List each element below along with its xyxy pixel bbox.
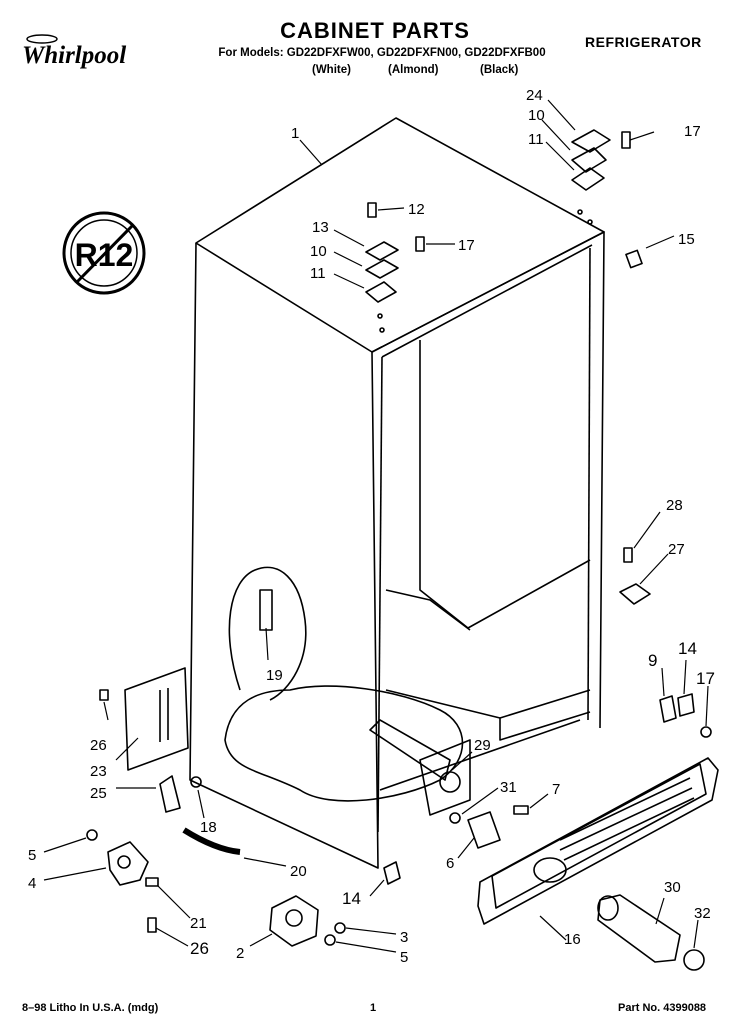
callout: 19 [266, 667, 283, 684]
callout: 11 [310, 265, 326, 282]
roller-2 [269, 895, 319, 947]
callout: 17 [684, 123, 701, 140]
callout-numbers: 1 2 3 4 5 5 6 7 9 10 10 11 11 12 13 14 1… [28, 87, 715, 966]
bracket-14-bottom [383, 861, 401, 885]
clip-27 [619, 583, 651, 605]
callout: 20 [290, 863, 307, 880]
insulation-wrap [224, 566, 464, 802]
callout: 3 [400, 929, 408, 946]
callout: 14 [342, 889, 361, 908]
bracket-25 [159, 775, 181, 813]
door-stop-15 [625, 249, 643, 269]
svg-text:Whirlpool: Whirlpool [22, 42, 126, 69]
callout: 17 [458, 237, 475, 254]
screw-26b [147, 917, 157, 933]
screw-3 [334, 922, 346, 934]
callout: 32 [694, 905, 711, 922]
bracket-21 [145, 877, 159, 887]
callout: 5 [400, 949, 408, 966]
callout: 13 [312, 219, 329, 236]
callout: 17 [696, 669, 715, 688]
footer-part-number: Part No. 4399088 [618, 1002, 707, 1014]
callout: 24 [526, 87, 543, 104]
callout: 9 [648, 651, 657, 670]
callout: 7 [552, 781, 560, 798]
callout: 28 [666, 497, 683, 514]
toe-grille-16 [477, 757, 719, 925]
callout: 31 [500, 779, 517, 796]
filter-cap-32 [683, 949, 705, 971]
screw-5-bottom [324, 934, 336, 946]
callout: 16 [564, 931, 581, 948]
drain-pan-29 [369, 719, 471, 816]
clip-6 [467, 811, 501, 849]
callout: 15 [678, 231, 695, 248]
callout: 27 [668, 541, 685, 558]
cabinet-shell [189, 117, 605, 869]
callout: 12 [408, 201, 425, 218]
callout: 30 [664, 879, 681, 896]
callout: 18 [200, 819, 217, 836]
color-black: (Black) [480, 64, 519, 76]
screw-31 [449, 812, 461, 824]
callout: 14 [678, 639, 697, 658]
callout: 21 [190, 915, 207, 932]
color-almond: (Almond) [388, 64, 439, 76]
footer-litho: 8–98 Litho In U.S.A. (mdg) [22, 1002, 159, 1014]
screw-5-left [86, 829, 98, 841]
whirlpool-logo: Whirlpool [22, 34, 126, 69]
upper-hinge-center [365, 202, 425, 333]
callout: 6 [446, 855, 454, 872]
side-panel-23 [124, 667, 189, 771]
callout: 23 [90, 763, 107, 780]
bracket-9 [659, 695, 677, 723]
callout: 26 [90, 737, 107, 754]
callout: 1 [291, 125, 299, 142]
callout: 5 [28, 847, 36, 864]
callout: 10 [528, 107, 545, 124]
roller-4 [107, 841, 149, 886]
water-filter-30 [597, 894, 681, 963]
page-title: CABINET PARTS [280, 18, 470, 43]
bracket-14-right [677, 693, 695, 717]
tube-20 [182, 827, 241, 855]
screw-7 [513, 805, 529, 815]
callout: 4 [28, 875, 36, 892]
callout: 10 [310, 243, 327, 260]
screw-26a [99, 689, 109, 701]
callout: 11 [528, 131, 544, 148]
callout: 26 [190, 939, 209, 958]
r12-badge: R12 [62, 211, 146, 295]
upper-hinge-right [571, 129, 631, 225]
callout: 29 [474, 737, 491, 754]
callout: 2 [236, 945, 244, 962]
footer-page-number: 1 [370, 1002, 377, 1014]
screw-18 [190, 776, 202, 788]
models-line: For Models: GD22DFXFW00, GD22DFXFN00, GD… [218, 47, 546, 59]
callout: 25 [90, 785, 107, 802]
r12-badge-text: R12 [75, 237, 134, 273]
screw-28 [623, 547, 633, 563]
screw-17-lower [700, 726, 712, 738]
category-label: REFRIGERATOR [585, 34, 702, 50]
color-white: (White) [312, 64, 351, 76]
